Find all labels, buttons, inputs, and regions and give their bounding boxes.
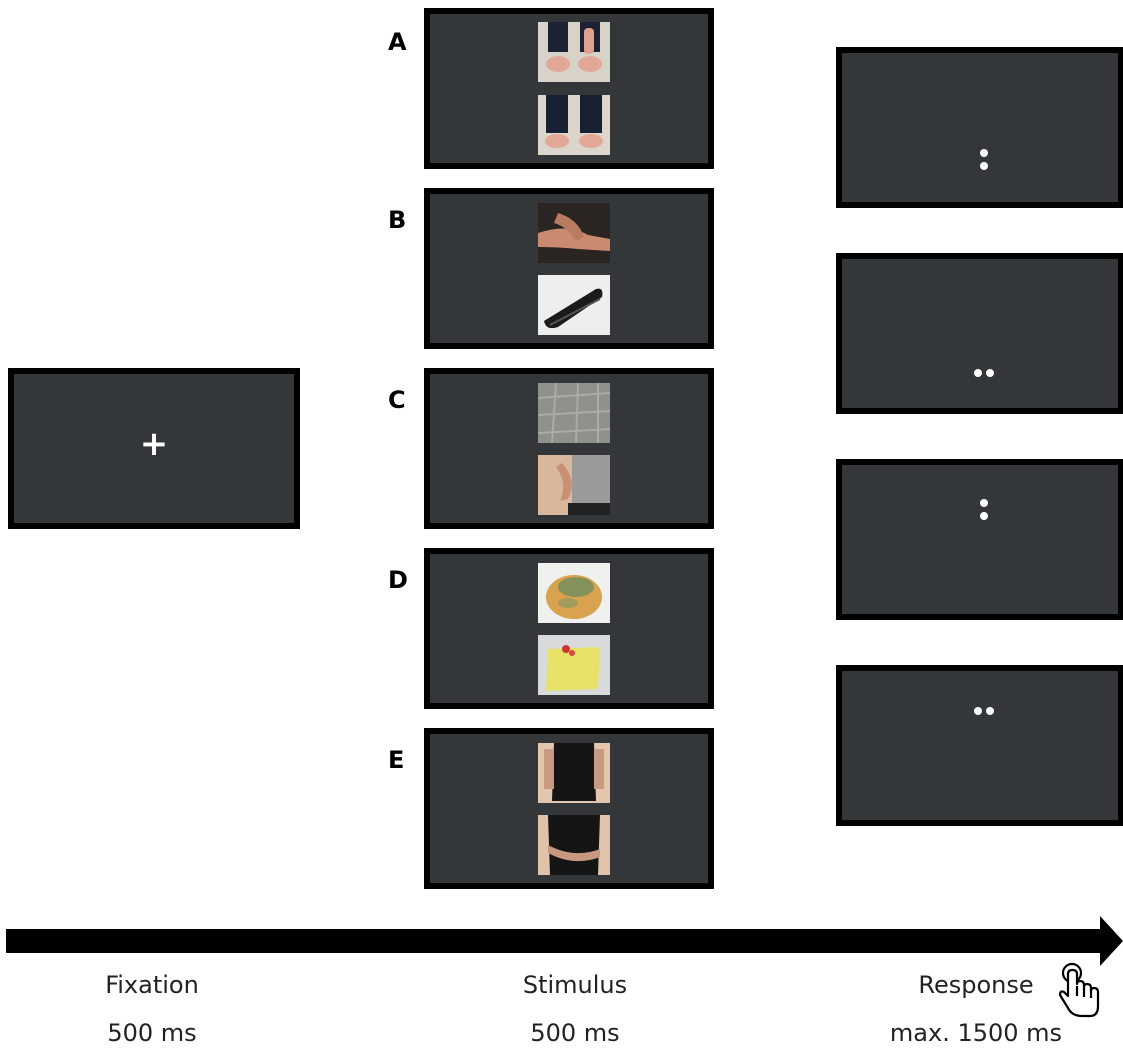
torso-photo-top bbox=[538, 743, 610, 803]
response-dot bbox=[986, 369, 994, 377]
response-dot bbox=[980, 512, 988, 520]
response-dot bbox=[974, 707, 982, 715]
stimulus-label-d: D bbox=[388, 566, 408, 594]
fixation-duration: 500 ms bbox=[107, 1019, 197, 1047]
stapler-photo bbox=[538, 275, 610, 335]
stimulus-label-c: C bbox=[388, 386, 406, 414]
response-screen-3 bbox=[836, 459, 1123, 620]
feet-photo-bottom bbox=[538, 95, 610, 155]
stimulus-screen-a bbox=[424, 8, 714, 169]
stimulus-label-b: B bbox=[388, 206, 407, 234]
response-dot bbox=[974, 369, 982, 377]
response-label: Response bbox=[918, 971, 1034, 999]
sticky-note-photo bbox=[538, 635, 610, 695]
timeline-arrow bbox=[6, 916, 1123, 966]
stimulus-label-e: E bbox=[388, 746, 405, 774]
response-dot bbox=[980, 162, 988, 170]
stimulus-label: Stimulus bbox=[522, 971, 628, 999]
fixation-cross: + bbox=[139, 424, 169, 464]
response-screen-4 bbox=[836, 665, 1123, 826]
response-dot bbox=[980, 149, 988, 157]
response-dot bbox=[980, 499, 988, 507]
stimulus-screen-e bbox=[424, 728, 714, 889]
arm-photo bbox=[538, 455, 610, 515]
response-dot bbox=[986, 707, 994, 715]
stimulus-duration: 500 ms bbox=[530, 1019, 620, 1047]
fixation-label: Fixation bbox=[105, 971, 199, 999]
moldy-bread-photo bbox=[538, 563, 610, 623]
response-screen-1 bbox=[836, 47, 1123, 208]
response-duration: max. 1500 ms bbox=[889, 1019, 1063, 1047]
feet-photo-top bbox=[538, 22, 610, 82]
stimulus-screen-d bbox=[424, 548, 714, 709]
stimulus-label-a: A bbox=[388, 28, 407, 56]
response-screen-2 bbox=[836, 253, 1123, 414]
stimulus-screen-c bbox=[424, 368, 714, 529]
torso-photo-bottom bbox=[538, 815, 610, 875]
fixation-screen: + bbox=[8, 368, 300, 529]
hand-press-icon bbox=[1058, 962, 1100, 1018]
floor-tiles-photo bbox=[538, 383, 610, 443]
stimulus-screen-b bbox=[424, 188, 714, 349]
wrist-photo bbox=[538, 203, 610, 263]
